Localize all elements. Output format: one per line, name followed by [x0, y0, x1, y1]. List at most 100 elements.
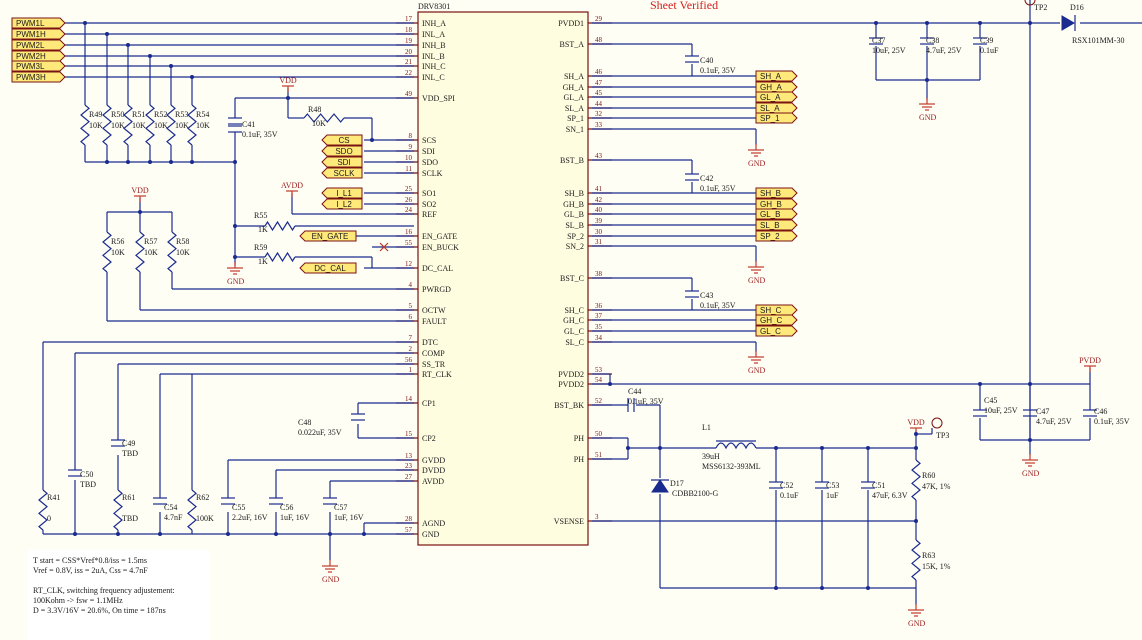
ic-pin-name-left: GND: [422, 530, 440, 539]
capacitor-value: 10uF, 25V: [984, 406, 1018, 415]
ic-pin-number: 57: [405, 526, 413, 534]
net-port: PWM2L: [11, 39, 66, 51]
resistor-ref: R52: [154, 110, 167, 119]
ic-pin-number: 44: [595, 100, 603, 108]
net-port-label: PWM2H: [16, 52, 46, 61]
ic-pin-name-left: DTC: [422, 338, 438, 347]
capacitor-ref: C45: [984, 396, 997, 405]
capacitor-ref: C42: [700, 174, 713, 183]
ic-pin-number: 52: [595, 397, 603, 405]
capacitor-value: 0.1uF, 35V: [700, 184, 736, 193]
ic-pin-name-right: SN_2: [566, 242, 584, 251]
ic-pin-number: 7: [409, 334, 413, 342]
no-connect-marker: [379, 242, 389, 252]
ic-pin-number: 46: [595, 68, 603, 76]
net-port: I_L1: [321, 187, 363, 199]
resistor-value: 10K: [175, 121, 189, 130]
power-flag-label: PVDD: [1079, 356, 1101, 365]
ic-pin-number: 24: [405, 206, 413, 214]
ground-symbol: GND: [748, 261, 766, 285]
ic-pin-number: 36: [595, 302, 603, 310]
junction-dot: [105, 32, 109, 36]
ground-symbol: GND: [227, 262, 245, 286]
ic-pin-name-right: GH_B: [563, 200, 584, 209]
junction-dot: [914, 519, 918, 523]
junction-dot: [925, 21, 929, 25]
net-port-label: GL_A: [760, 93, 781, 102]
net-port: PWM3L: [11, 60, 66, 72]
junction-dot: [226, 532, 230, 536]
resistor-ref: R53: [175, 110, 188, 119]
capacitor-ref: C47: [1036, 407, 1049, 416]
ic-pin-number: 33: [595, 121, 603, 129]
junction-dot: [233, 255, 237, 259]
capacitor-ref: C39: [980, 36, 993, 45]
ic-pin-name-right: GL_B: [564, 210, 584, 219]
timing-wires: [42, 341, 414, 560]
capacitor-ref: C54: [164, 503, 177, 512]
ground-symbol: GND: [748, 351, 766, 375]
resistor-ref: R48: [308, 105, 321, 114]
resistor-value: 10K: [111, 121, 125, 130]
junction-dot: [274, 532, 278, 536]
resistor-value: 10K: [132, 121, 146, 130]
ic-name: DRV8301: [418, 2, 450, 11]
resistor-value: 1K: [258, 257, 268, 266]
net-port-label: DC_CAL: [314, 264, 346, 273]
net-port-label: SH_A: [760, 72, 782, 81]
capacitor-ref: C37: [872, 36, 885, 45]
net-port-label: SCLK: [334, 169, 356, 178]
ic-pin-name-left: FAULT: [422, 317, 447, 326]
capacitor-value: 0.1uF, 35V: [628, 397, 664, 406]
capacitor-value: 0.022uF, 35V: [298, 428, 342, 437]
net-ports: PWM1LPWM1HPWM2LPWM2HPWM3LPWM3HCSSDOSDISC…: [11, 17, 798, 337]
ic-pin-name-right: SP_2: [567, 232, 584, 241]
junction-dot: [914, 432, 918, 436]
resistor-value: 15K, 1%: [922, 562, 951, 571]
capacitor-ref: C52: [780, 481, 793, 490]
capacitor-value: 1uF: [826, 491, 839, 500]
ic-pin-number: 4: [409, 281, 413, 289]
ic-pin-name-right: SP_1: [567, 114, 584, 123]
junction-dot: [73, 532, 77, 536]
pwm-wires: [64, 22, 414, 163]
ic-pin-name-right: PH: [574, 455, 584, 464]
ic-pin-name-left: INH_C: [422, 62, 446, 71]
junction-dot: [658, 446, 662, 450]
ic-pin-number: 49: [405, 90, 413, 98]
capacitor-value: 0.1uF, 35V: [242, 130, 278, 139]
power-flag-label: VDD: [907, 418, 925, 427]
junction-dot: [626, 446, 630, 450]
ic-pin-number: 16: [405, 228, 413, 236]
ic-pin-name-right: SH_A: [564, 72, 584, 81]
ic-pin-number: 9: [409, 143, 413, 151]
capacitor-value: 47uF, 6.3V: [872, 491, 908, 500]
ic-pin-number: 20: [405, 48, 413, 56]
net-port-label: PWM2L: [16, 41, 45, 50]
ic-pin-number: 25: [405, 185, 413, 193]
capacitor-value: 0.1uF: [980, 46, 999, 55]
resistor-ref: R49: [89, 110, 102, 119]
junction-dot: [148, 54, 152, 58]
capacitor-value: 0.1uF: [780, 491, 799, 500]
resistor-value: 10K: [176, 248, 190, 257]
net-port: DC_CAL: [299, 262, 357, 274]
resistor-ref: R50: [111, 110, 124, 119]
ic-pin-number: 8: [409, 132, 413, 140]
net-port: GH_A: [755, 81, 798, 93]
junction-dot: [169, 160, 173, 164]
